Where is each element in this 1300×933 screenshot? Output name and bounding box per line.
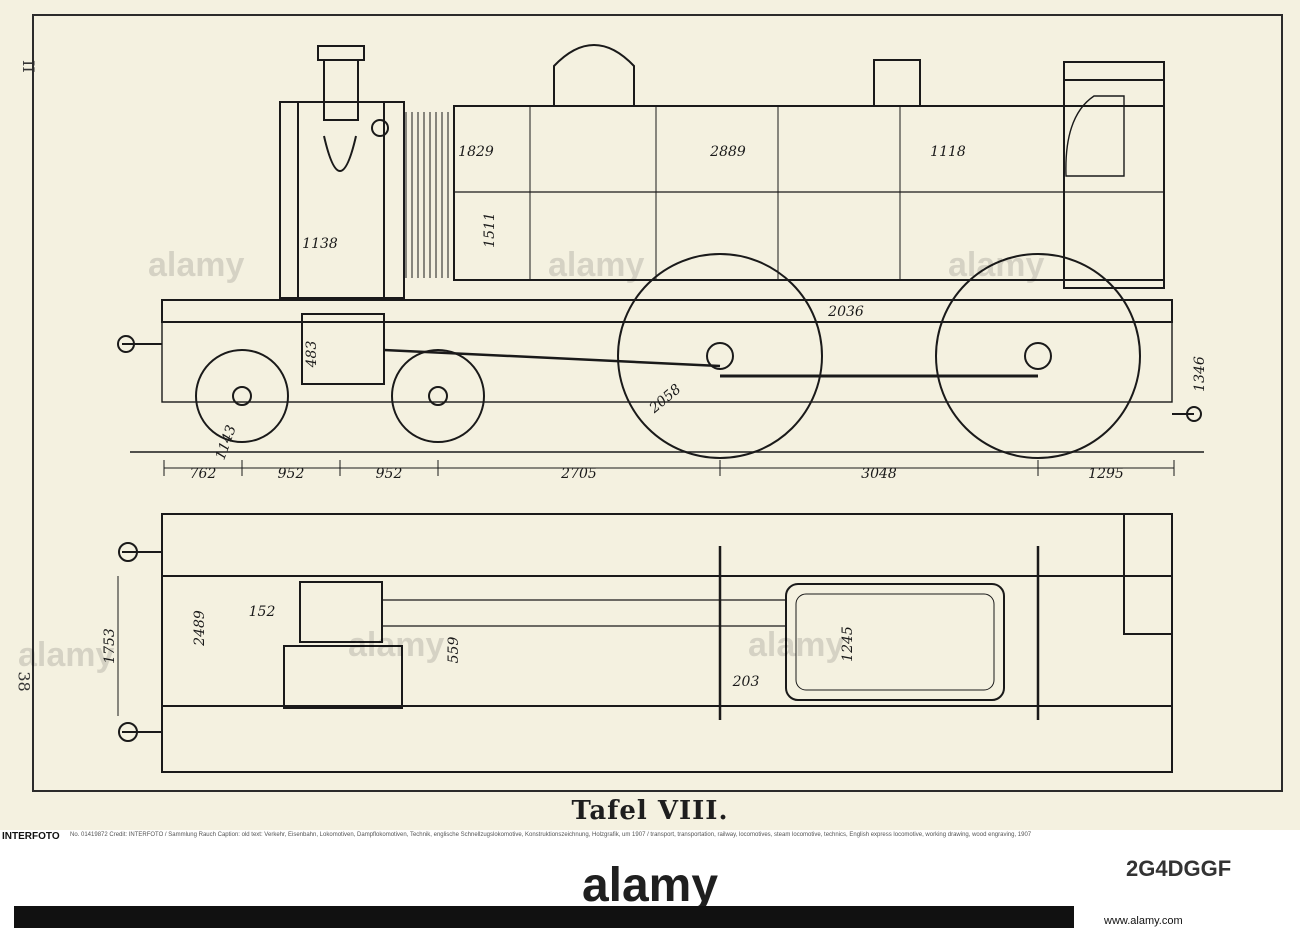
dim-label: 952	[278, 466, 305, 482]
dim-label: 952	[376, 466, 403, 482]
dim-label: 762	[190, 466, 217, 482]
boiler-tubes	[405, 112, 449, 278]
credit-logo: INTERFOTO	[2, 831, 60, 842]
credit-strip	[0, 830, 1300, 844]
plan-cab-end	[1123, 513, 1173, 635]
driving-wheel-rear	[935, 253, 1141, 459]
side-elevation	[117, 44, 1204, 476]
running-board	[161, 299, 1173, 323]
watermark-bar	[14, 906, 1074, 928]
plan-firebox	[785, 583, 1005, 701]
dim-label: 1143	[213, 423, 240, 462]
dim-label: 483	[304, 341, 320, 369]
smokebox	[279, 101, 405, 299]
plan-dimension-labels: 1753 2489 152 559 203 1245	[102, 604, 856, 690]
bogie-wheel-front	[195, 349, 289, 443]
plate-frame	[32, 14, 1283, 792]
site-url[interactable]: www.alamy.com	[1104, 915, 1183, 927]
dim-label: 1511	[482, 212, 498, 248]
dim-label: 2489	[192, 610, 208, 647]
watermark-ghost: alamy	[548, 246, 645, 284]
plan-outline	[161, 513, 1173, 773]
driving-wheel-front	[617, 253, 823, 459]
steam-dome	[553, 44, 635, 106]
dim-label: 152	[249, 604, 276, 620]
credit-text: No. 01419872 Credit: INTERFOTO / Sammlun…	[70, 832, 1032, 838]
dim-label: 1295	[1088, 466, 1124, 482]
dim-label: 2889	[709, 144, 746, 160]
plan-view	[117, 513, 1173, 773]
watermark-ghost: alamy	[348, 626, 445, 664]
image-id: 2G4DGGF	[1126, 856, 1232, 881]
plate-paper	[0, 0, 1300, 830]
safety-valve	[873, 59, 921, 107]
bogie-wheel-rear	[391, 349, 485, 443]
dim-label: 2036	[827, 304, 864, 320]
cylinder	[301, 313, 385, 385]
locomotive-drawing: 762 952 952 2705 3048 1295 1829 2889 111…	[102, 44, 1208, 773]
dim-label: 559	[446, 637, 462, 664]
dim-label: 1118	[930, 144, 966, 160]
dim-label: 2705	[560, 466, 597, 482]
plan-smokebox-base	[283, 645, 403, 709]
blast-pipe	[323, 135, 357, 172]
chimney-cap	[317, 45, 365, 61]
chimney	[323, 59, 359, 121]
plan-cylinder	[299, 581, 383, 643]
alamy-logo: alamy	[581, 859, 719, 912]
dim-label: 1829	[458, 144, 494, 160]
dim-label: 2058	[646, 381, 684, 417]
connecting-rod	[383, 348, 721, 368]
main-frame	[161, 321, 1173, 403]
dim-label: 203	[732, 674, 760, 690]
watermark-ghost: alamy	[148, 246, 245, 284]
dim-label: 3048	[861, 466, 897, 482]
watermark-ghost: alamy	[18, 636, 115, 674]
dim-label: 1753	[102, 628, 118, 664]
dim-label: 1138	[302, 236, 338, 252]
watermark-ghost: alamy	[748, 626, 845, 664]
dim-label: 1245	[840, 626, 856, 662]
watermark-ghost: alamy	[948, 246, 1045, 284]
dim-label: 1346	[1192, 356, 1208, 392]
plate-caption: Tafel VIII.	[571, 796, 729, 826]
